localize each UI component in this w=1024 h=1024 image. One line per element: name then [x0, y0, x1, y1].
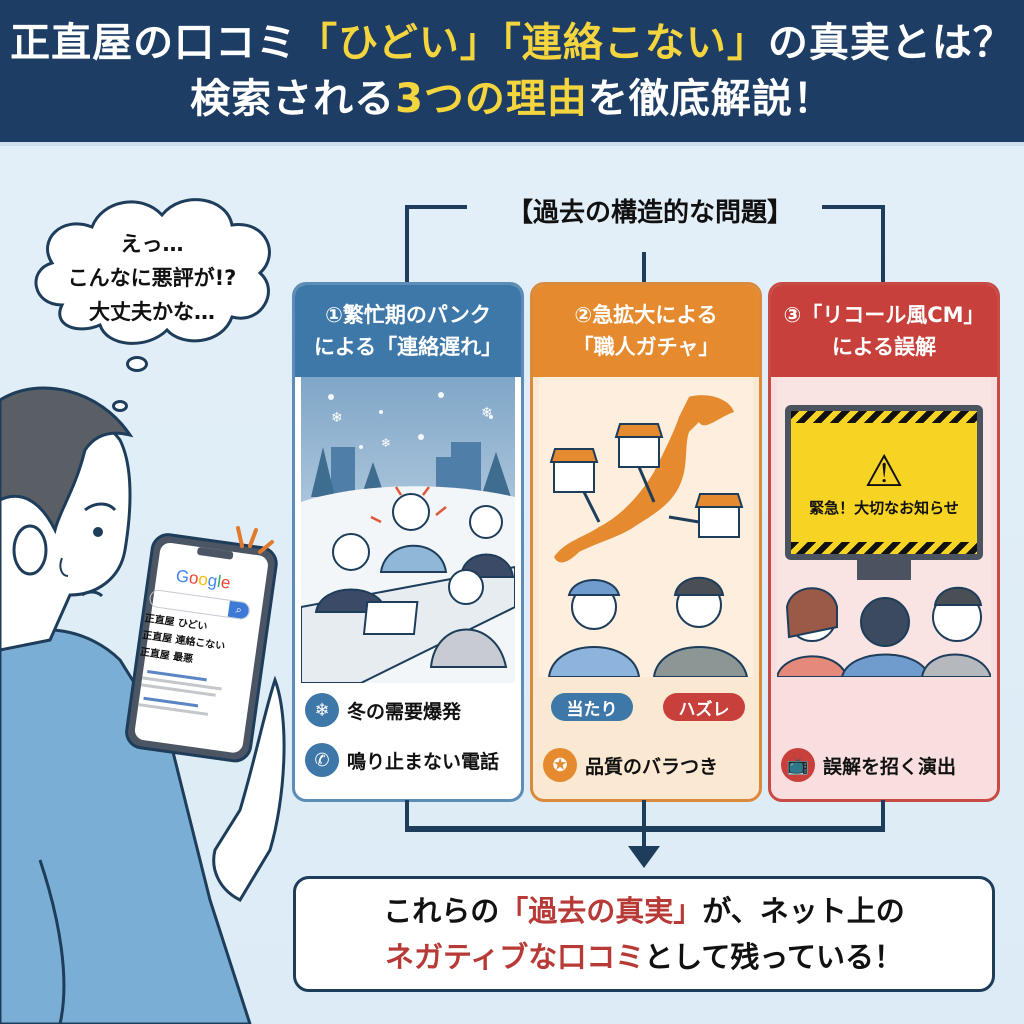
title-text: 検索される	[190, 76, 396, 122]
badge-good: 当たり	[551, 693, 633, 721]
arrow-down-icon	[628, 846, 660, 868]
japan-map-craftsmen-illustration	[539, 377, 753, 678]
snowflake-icon: ❄	[305, 693, 339, 727]
card-header: ①繁忙期のパンク による「連絡遅れ」	[295, 285, 521, 377]
card-title: 「職人ガチャ」	[572, 335, 720, 359]
connector-line	[642, 252, 646, 284]
tv-audience-illustration: ⚠ 緊急！大切なお知らせ	[777, 377, 991, 677]
connector-line	[881, 800, 885, 830]
connector-line	[405, 205, 409, 285]
title-line-2: 検索される3つの理由を徹底解説！	[190, 71, 834, 127]
reason-card-busy-season: ①繁忙期のパンク による「連絡遅れ」 ❄ ❄ ❄ ❄ 冬の需要爆発	[292, 282, 524, 802]
call-center-illustration: ❄ ❄ ❄	[300, 377, 516, 684]
conclusion-line-1: これらの「過去の真実」が、ネット上の	[383, 888, 904, 934]
title-line-1: 正直屋の口コミ「ひどい」「連絡こない」の真実とは？	[10, 15, 1014, 71]
phone-screen: Google ⌕ 正直屋 ひどい 正直屋 連絡こない 正直屋 最悪	[132, 563, 257, 724]
conclusion-text: が、ネット上の	[702, 894, 905, 928]
title-text: 正直屋の口コミ	[10, 20, 298, 66]
thought-line: こんなに悪評が!?	[67, 266, 237, 290]
svg-text:❄: ❄	[381, 436, 391, 450]
connector-line	[405, 800, 409, 830]
thought-line: 大丈夫かな…	[89, 300, 215, 324]
conclusion-text: として残っている！	[644, 940, 903, 974]
point-row: ❄ 冬の需要爆発	[295, 685, 521, 735]
title-text: を徹底解説！	[587, 76, 834, 122]
section-title: 【過去の構造的な問題】	[506, 198, 793, 228]
reason-card-recall-cm: ③「リコール風CM」 による誤解 ⚠ 緊急！大切なお知らせ 📺 誤解を招く演出	[768, 282, 1000, 802]
thought-text: えっ… こんなに悪評が!? 大丈夫かな…	[22, 227, 282, 329]
tv-screen: ⚠ 緊急！大切なお知らせ	[785, 405, 983, 560]
card-title: ②急拡大による	[574, 303, 718, 327]
conclusion-highlight: 「過去の真実」	[499, 894, 703, 928]
title-text: の真実とは？	[767, 20, 1014, 66]
cloud-shape-icon	[34, 198, 271, 345]
conclusion-highlight: ネガティブな口コミ	[385, 940, 645, 974]
thought-dot	[126, 356, 148, 372]
reason-card-craftsman-lottery: ②急拡大による 「職人ガチャ」 当たり ハズレ ✪ 品質のバラつき	[530, 282, 762, 802]
phone-icon: ✆	[305, 743, 339, 777]
point-label: 誤解を招く演出	[823, 755, 957, 778]
worried-man-illustration: Google ⌕ 正直屋 ひどい 正直屋 連絡こない 正直屋 最悪	[0, 380, 300, 1024]
card-header: ③「リコール風CM」 による誤解	[771, 285, 997, 377]
conclusion-box: これらの「過去の真実」が、ネット上の ネガティブな口コミとして残っている！	[293, 876, 995, 992]
card-title: ①繁忙期のパンク	[325, 303, 491, 327]
tv-stand	[857, 560, 911, 580]
title-banner: 正直屋の口コミ「ひどい」「連絡こない」の真実とは？ 検索される3つの理由を徹底解…	[0, 0, 1024, 146]
point-row: 📺 誤解を招く演出	[771, 740, 997, 790]
card-title: による「連絡遅れ」	[313, 335, 503, 359]
svg-text:❄: ❄	[331, 410, 343, 426]
award-icon: ✪	[543, 748, 577, 782]
point-label: 品質のバラつき	[585, 755, 719, 778]
point-row: ✪ 品質のバラつき	[533, 740, 759, 790]
connector-line	[881, 205, 885, 285]
card-points: ❄ 冬の需要爆発 ✆ 鳴り止まない電話	[295, 685, 521, 785]
badge-bad: ハズレ	[663, 693, 745, 721]
store-icon	[549, 423, 744, 538]
card-title: ③「リコール風CM」	[783, 303, 985, 327]
thought-line: えっ…	[120, 232, 184, 256]
thought-dot	[112, 400, 128, 412]
search-icon[interactable]: ⌕	[227, 600, 250, 620]
card-title: による誤解	[831, 335, 937, 359]
connector-line	[405, 826, 885, 832]
card-points: ✪ 品質のバラつき	[533, 740, 759, 790]
conclusion-line-2: ネガティブな口コミとして残っている！	[385, 934, 903, 980]
card-header: ②急拡大による 「職人ガチャ」	[533, 285, 759, 377]
tv-icon: 📺	[781, 748, 815, 782]
card-points: 📺 誤解を招く演出	[771, 740, 997, 790]
point-row: ✆ 鳴り止まない電話	[295, 735, 521, 785]
title-highlight: 「ひどい」「連絡こない」	[297, 20, 768, 66]
point-label: 冬の需要爆発	[347, 700, 462, 723]
connector-line	[642, 800, 646, 850]
title-highlight: 3つの理由	[395, 76, 588, 122]
svg-text:❄: ❄	[481, 405, 493, 421]
point-label: 鳴り止まない電話	[347, 750, 500, 773]
warning-icon: ⚠	[864, 446, 904, 497]
conclusion-text: これらの	[383, 894, 500, 928]
connector-line	[405, 205, 467, 209]
tv-caption: 緊急！大切なお知らせ	[809, 499, 959, 517]
connector-line	[822, 205, 884, 209]
thought-bubble: えっ… こんなに悪評が!? 大丈夫かな…	[22, 185, 282, 355]
